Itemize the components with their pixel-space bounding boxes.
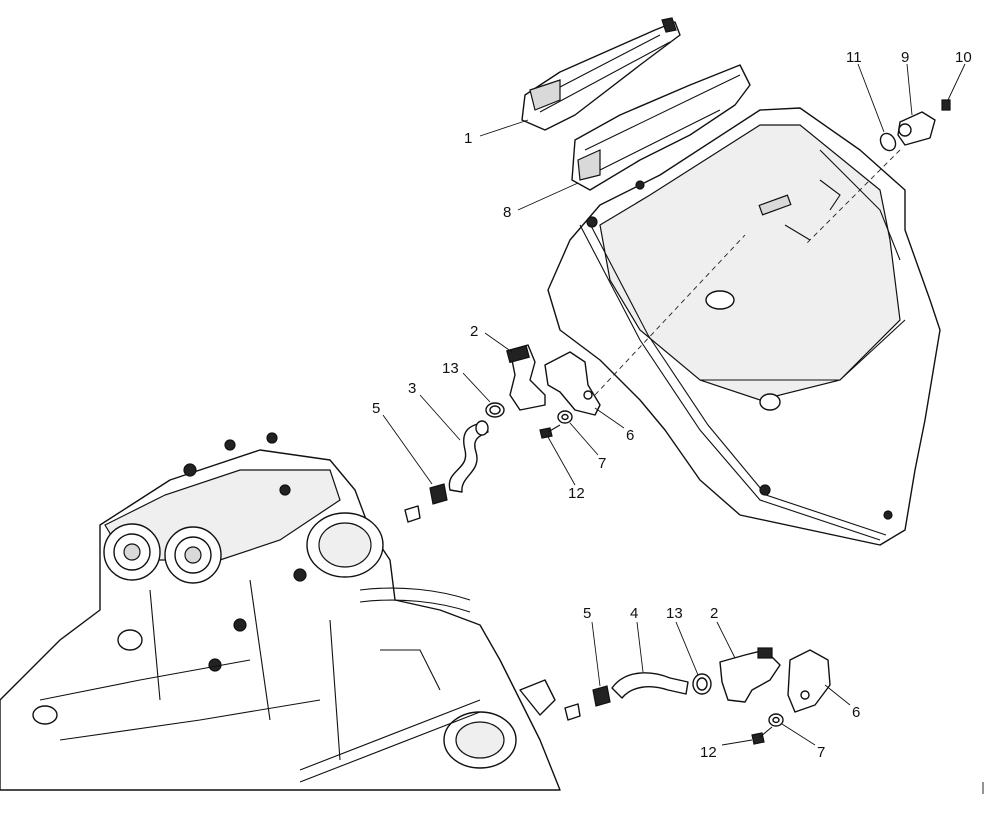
engine-block <box>0 432 561 791</box>
callout-2-lower: 2 <box>710 605 718 622</box>
callout-5-upper: 5 <box>372 400 380 417</box>
callout-4: 4 <box>630 605 638 622</box>
callout-13-lower: 13 <box>666 605 683 622</box>
lower-valve-group <box>564 647 831 745</box>
callout-7-upper: 7 <box>598 455 606 472</box>
callout-12-lower: 12 <box>700 744 717 761</box>
upper-valve-group <box>404 234 746 523</box>
part-8-duct-base <box>571 64 751 191</box>
callout-labels: 1 8 11 9 10 2 13 3 5 6 7 12 5 4 13 2 6 7… <box>372 49 972 761</box>
callout-1: 1 <box>464 130 472 147</box>
callout-13-upper: 13 <box>442 360 459 377</box>
callout-12-upper: 12 <box>568 485 585 502</box>
callout-10: 10 <box>955 49 972 66</box>
callout-2-upper: 2 <box>470 323 478 340</box>
callout-6-upper: 6 <box>626 427 634 444</box>
part-1-duct-cover <box>521 17 681 131</box>
callout-9: 9 <box>901 49 909 66</box>
airbox-housing <box>547 107 941 546</box>
callout-5-lower: 5 <box>583 605 591 622</box>
sensor-assembly-top <box>804 99 951 246</box>
leader-lines <box>382 63 966 746</box>
callout-8: 8 <box>503 204 511 221</box>
callout-7-lower: 7 <box>817 744 825 761</box>
callout-11: 11 <box>846 49 862 66</box>
callout-3: 3 <box>408 380 416 397</box>
callout-6-lower: 6 <box>852 704 860 721</box>
